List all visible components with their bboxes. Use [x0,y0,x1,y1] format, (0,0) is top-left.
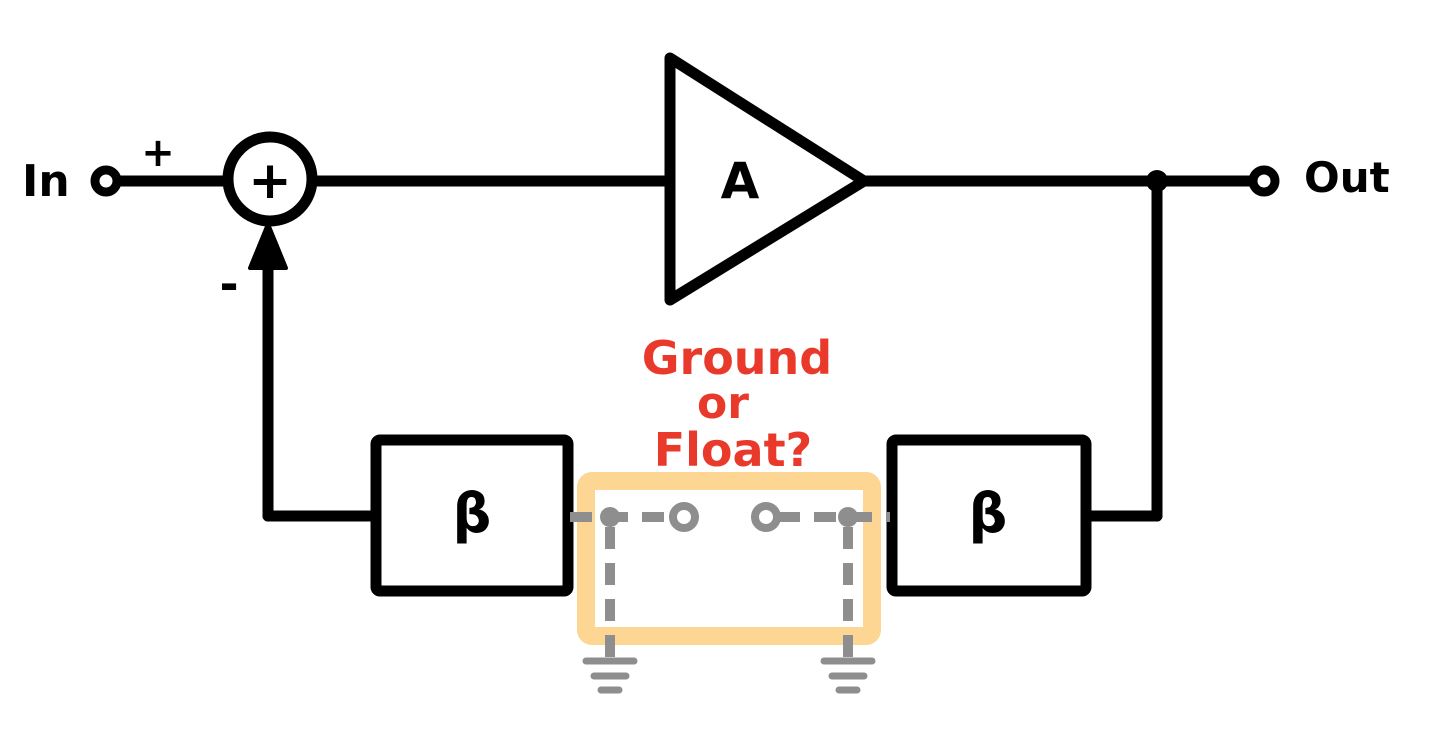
amplifier-label: A [721,152,760,210]
feedback-beta-box-right [886,434,1092,597]
right-ground-icon [820,657,876,694]
left-ground-icon [582,657,638,694]
open-loop-highlight [577,472,881,645]
summing-junction-symbol: + [248,151,292,211]
right-ground-node [838,507,858,527]
feedback-beta-label-left: β [453,482,492,545]
left-open-terminal [669,502,699,532]
output-terminal [1248,165,1280,197]
feedback-beta-box-left [370,434,574,597]
minus-sign-label: - [219,257,238,311]
plus-sign-label: + [141,130,175,176]
feedback-beta-label-right: β [969,482,1008,545]
amplifier-triangle [664,52,870,306]
right-open-terminal [751,502,781,532]
question-line-1: Ground [642,331,832,385]
left-ground-node [600,507,620,527]
input-terminal [90,165,122,197]
question-line-2: or [697,378,749,429]
output-label: Out [1304,153,1390,202]
input-label: In [22,156,70,207]
summing-junction [222,131,318,227]
question-line-3: Float? [654,423,813,477]
feedback-arrowhead [248,222,288,270]
